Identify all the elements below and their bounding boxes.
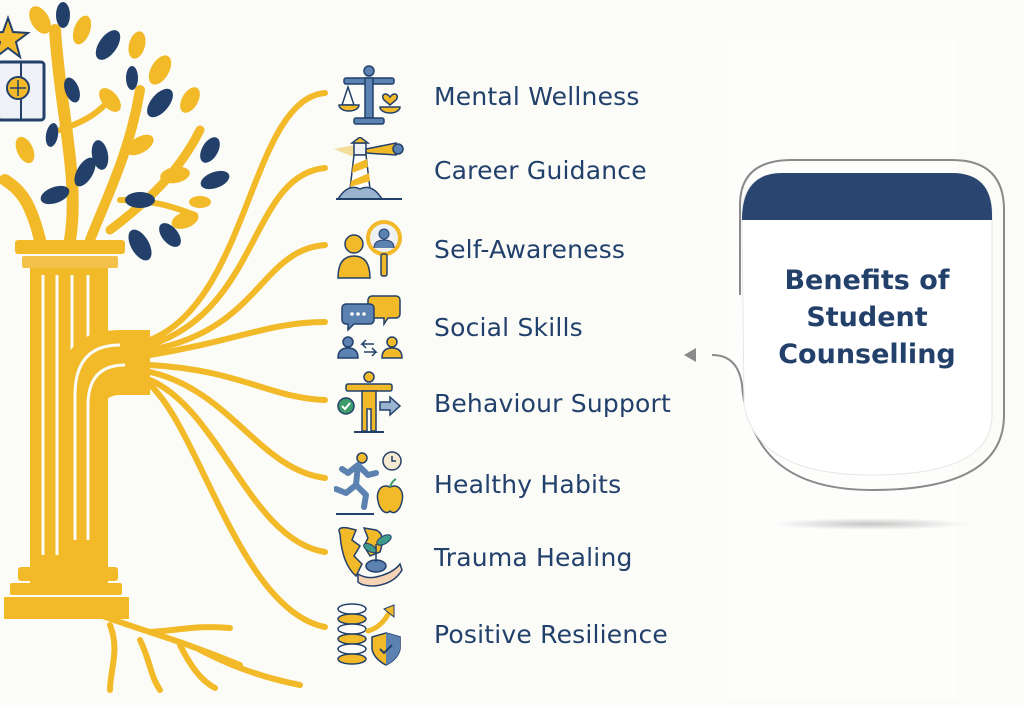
star-icon bbox=[0, 15, 31, 60]
golden-streams bbox=[147, 90, 328, 630]
benefit-label: Positive Resilience bbox=[434, 619, 668, 649]
title-callout bbox=[684, 159, 1005, 492]
arrow-left-icon bbox=[684, 348, 696, 362]
benefit-healthy-habits: Healthy Habits bbox=[334, 451, 621, 517]
benefit-trauma-healing: Trauma Healing bbox=[334, 524, 633, 590]
benefit-label: Self-Awareness bbox=[434, 234, 626, 264]
benefit-behaviour-support: Behaviour Support bbox=[334, 370, 671, 436]
title-line-1: Benefits of bbox=[784, 265, 950, 296]
title-line-3: Counselling bbox=[778, 339, 956, 370]
benefit-mental-wellness: Mental Wellness bbox=[334, 63, 640, 129]
spring-arrow-shield-icon bbox=[337, 603, 401, 666]
tree-pillar-illustration bbox=[0, 2, 328, 693]
page-title: Benefits of Student Counselling bbox=[762, 262, 972, 373]
benefit-career-guidance: Career Guidance bbox=[334, 137, 647, 203]
benefit-label: Healthy Habits bbox=[434, 469, 622, 499]
benefit-label: Trauma Healing bbox=[434, 542, 633, 572]
lighthouse-telescope-icon bbox=[334, 137, 404, 200]
callout-header-band bbox=[742, 173, 992, 220]
benefit-self-awareness: Self-Awareness bbox=[334, 216, 625, 282]
person-check-arrow-icon bbox=[337, 371, 402, 433]
conversation-people-icon bbox=[337, 295, 403, 359]
runner-clock-apple-icon bbox=[334, 451, 404, 515]
roots bbox=[97, 612, 303, 693]
callout-shadow bbox=[770, 518, 970, 530]
benefit-social-skills: Social Skills bbox=[334, 294, 583, 360]
broken-heart-sprout-icon bbox=[338, 526, 403, 587]
benefit-label: Behaviour Support bbox=[434, 388, 672, 418]
leaves bbox=[15, 2, 230, 261]
title-line-2: Student bbox=[806, 302, 928, 333]
benefit-positive-resilience: Positive Resilience bbox=[334, 601, 668, 667]
benefit-label: Mental Wellness bbox=[434, 81, 640, 111]
benefit-label: Career Guidance bbox=[434, 155, 647, 185]
scale-heart-icon bbox=[338, 65, 401, 125]
person-mirror-icon bbox=[337, 220, 402, 279]
benefit-label: Social Skills bbox=[434, 312, 583, 342]
book-brain-icon bbox=[0, 60, 46, 122]
